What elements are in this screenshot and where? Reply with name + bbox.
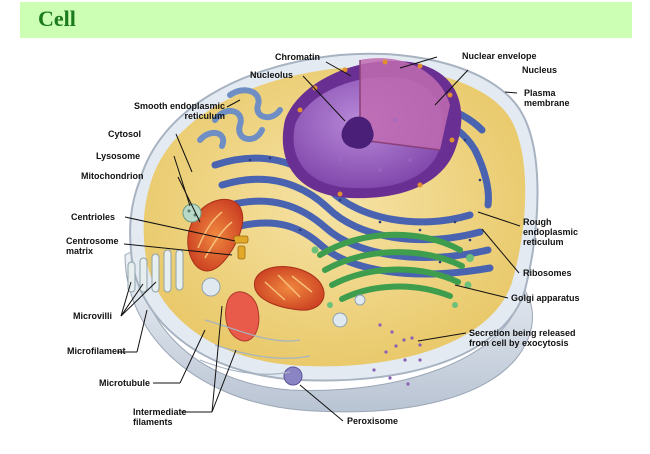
label-cytosol: Cytosol [108, 129, 142, 139]
centrioles [233, 235, 249, 260]
label-smooth-er: Smooth endoplasmic reticulum [133, 101, 225, 121]
label-chromatin: Chromatin [275, 52, 320, 62]
label-secretion: Secretion being released from cell by ex… [469, 328, 576, 348]
nucleus [282, 58, 462, 199]
nucleolus [341, 116, 374, 149]
label-microtubule: Microtubule [99, 378, 150, 388]
title-banner: Cell [20, 2, 632, 38]
golgi-apparatus [317, 231, 465, 302]
lysosome [182, 203, 202, 223]
mitochondria [187, 199, 325, 342]
label-nucleus: Nucleus [522, 65, 558, 75]
label-peroxisome: Peroxisome [347, 416, 399, 426]
secretion-droplets [372, 323, 422, 386]
chromatin-texture [318, 108, 412, 172]
golgi-vesicles [311, 246, 474, 308]
smooth-er [197, 87, 283, 149]
microvilli [127, 249, 184, 293]
label-mitochondrion: Mitochondrion [81, 171, 144, 181]
label-lysosome: Lysosome [96, 151, 141, 161]
nuclear-pores [297, 59, 455, 197]
label-plasma-membrane: Plasma membrane [524, 88, 570, 108]
vesicles [201, 277, 366, 328]
leader-lines [117, 56, 521, 422]
label-centrosome-matrix: Centrosome matrix [66, 236, 119, 256]
label-golgi: Golgi apparatus [511, 293, 580, 303]
label-nucleolus: Nucleolus [250, 70, 294, 80]
label-rough-er: Rough endoplasmic reticulum [523, 217, 579, 247]
label-microfilament: Microfilament [67, 346, 126, 356]
cytoskeleton-fibers [199, 319, 311, 375]
nuclear-envelope-cut [360, 58, 450, 150]
peroxisome [283, 366, 303, 386]
label-microvilli: Microvilli [73, 311, 113, 321]
label-intermediate-filaments: Intermediate filaments [133, 407, 187, 427]
page-title: Cell [38, 6, 76, 31]
label-ribosomes: Ribosomes [523, 268, 572, 278]
label-centrioles: Centrioles [71, 212, 116, 222]
cell-base [124, 249, 533, 413]
label-nuclear-envelope: Nuclear envelope [462, 51, 537, 61]
